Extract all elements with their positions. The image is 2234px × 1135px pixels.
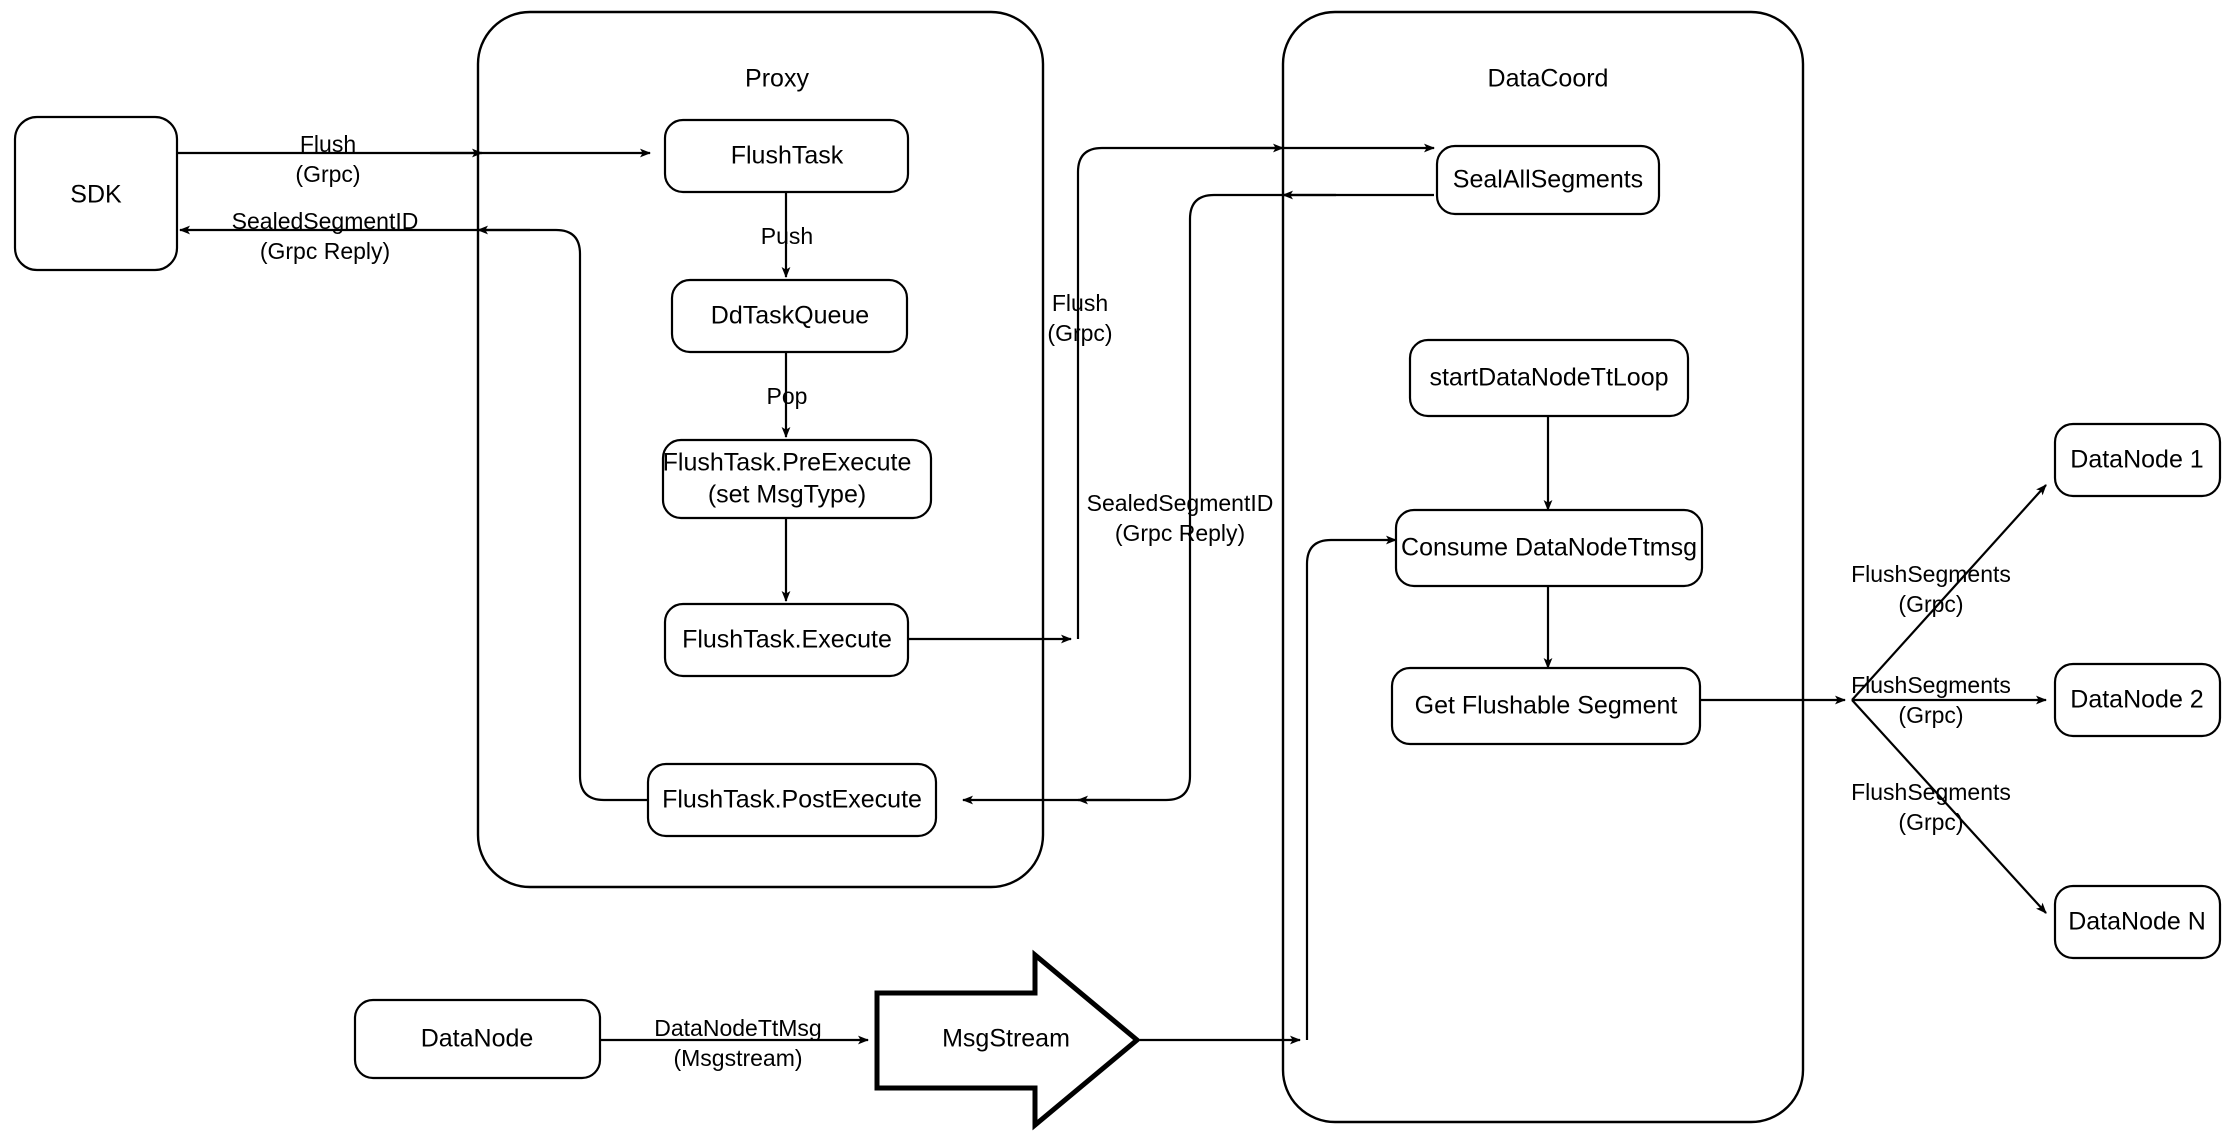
group-datacoord-label: DataCoord bbox=[1488, 65, 1609, 93]
edge-label-flushsegments-1-line1: FlushSegments bbox=[1851, 561, 2011, 587]
edge-label-flushsegments-n-line1: FlushSegments bbox=[1851, 779, 2011, 805]
node-datanode-bottom-label: DataNode bbox=[421, 1025, 534, 1053]
edge-label-flushsegments-n-line2: (Grpc) bbox=[1898, 809, 1963, 835]
edge-label-datanodettmsg-line1: DataNodeTtMsg bbox=[654, 1015, 821, 1041]
node-msgstream-label: MsgStream bbox=[942, 1025, 1070, 1053]
node-get-flushable-segment-label: Get Flushable Segment bbox=[1415, 692, 1678, 720]
node-flushtask-execute-label: FlushTask.Execute bbox=[682, 626, 892, 654]
node-datanode-bottom[interactable]: DataNode bbox=[353, 998, 602, 1080]
edge-label-flushsegments-2-line1: FlushSegments bbox=[1851, 672, 2011, 698]
edge-label-pop: Pop bbox=[767, 383, 808, 409]
node-datanode-1[interactable]: DataNode 1 bbox=[2053, 422, 2222, 498]
node-flushtask-label: FlushTask bbox=[731, 142, 844, 170]
node-get-flushable-segment[interactable]: Get Flushable Segment bbox=[1390, 666, 1702, 746]
edge-label-flushsegments-1-line2: (Grpc) bbox=[1898, 591, 1963, 617]
node-consume-datanodettmsg-label: Consume DataNodeTtmsg bbox=[1401, 534, 1697, 562]
node-datanode-n-label: DataNode N bbox=[2068, 908, 2206, 936]
node-sealallsegments-label: SealAllSegments bbox=[1453, 166, 1643, 194]
node-datanode-2-label: DataNode 2 bbox=[2070, 686, 2203, 714]
node-datanode-1-label: DataNode 1 bbox=[2070, 446, 2203, 474]
node-flushtask-postexecute[interactable]: FlushTask.PostExecute bbox=[646, 762, 938, 838]
node-startdatanodettloop[interactable]: startDataNodeTtLoop bbox=[1408, 338, 1690, 418]
node-startdatanodettloop-label: startDataNodeTtLoop bbox=[1429, 364, 1668, 392]
edge-msgstream-into-consume bbox=[1305, 535, 1397, 1040]
node-flushtask-postexecute-label: FlushTask.PostExecute bbox=[662, 786, 922, 814]
edge-hub-to-datanoden bbox=[1851, 699, 2047, 914]
node-flushtask-preexecute[interactable]: FlushTask.PreExecute (set MsgType) bbox=[661, 438, 933, 520]
edge-label-sealedsegmentid-reply-line2: (Grpc Reply) bbox=[260, 238, 390, 264]
edge-label-sealedsegmentid-channel-line1: SealedSegmentID bbox=[1087, 490, 1274, 516]
edge-flush-grpc-to-datacoord bbox=[1076, 143, 1435, 639]
node-consume-datanodettmsg[interactable]: Consume DataNodeTtmsg bbox=[1394, 508, 1704, 588]
edge-label-flush-channel-line1: Flush bbox=[1052, 290, 1108, 316]
node-datanode-2[interactable]: DataNode 2 bbox=[2053, 662, 2222, 738]
edge-label-flushsegments-2-line2: (Grpc) bbox=[1898, 702, 1963, 728]
group-proxy-label: Proxy bbox=[745, 65, 809, 93]
node-msgstream[interactable]: MsgStream bbox=[874, 949, 1141, 1131]
node-ddtaskqueue-label: DdTaskQueue bbox=[711, 302, 869, 330]
edge-proxy-to-sdk bbox=[179, 225, 648, 802]
node-sealallsegments[interactable]: SealAllSegments bbox=[1435, 144, 1661, 216]
edge-label-flush-grpc-line1: Flush bbox=[300, 131, 356, 157]
node-flushtask[interactable]: FlushTask bbox=[663, 118, 910, 194]
edge-label-sealedsegmentid-reply-line1: SealedSegmentID bbox=[232, 208, 419, 234]
edge-label-flush-channel-line2: (Grpc) bbox=[1047, 320, 1112, 346]
edge-label-flush-grpc-line2: (Grpc) bbox=[295, 161, 360, 187]
edge-label-datanodettmsg-line2: (Msgstream) bbox=[673, 1045, 802, 1071]
edge-label-push: Push bbox=[761, 223, 813, 249]
node-flushtask-execute[interactable]: FlushTask.Execute bbox=[663, 602, 910, 678]
node-datanode-n[interactable]: DataNode N bbox=[2053, 884, 2222, 960]
edge-hub-to-datanode1 bbox=[1851, 484, 2047, 701]
node-sdk-label: SDK bbox=[70, 181, 122, 209]
node-flushtask-preexecute-label-line2: (set MsgType) bbox=[708, 481, 866, 509]
edge-label-sealedsegmentid-channel-line2: (Grpc Reply) bbox=[1115, 520, 1245, 546]
node-ddtaskqueue[interactable]: DdTaskQueue bbox=[670, 278, 909, 354]
edge-sealedsegmentid-channel bbox=[962, 193, 1434, 805]
node-flushtask-preexecute-label-line1: FlushTask.PreExecute bbox=[663, 449, 912, 477]
node-sdk[interactable]: SDK bbox=[13, 115, 179, 272]
